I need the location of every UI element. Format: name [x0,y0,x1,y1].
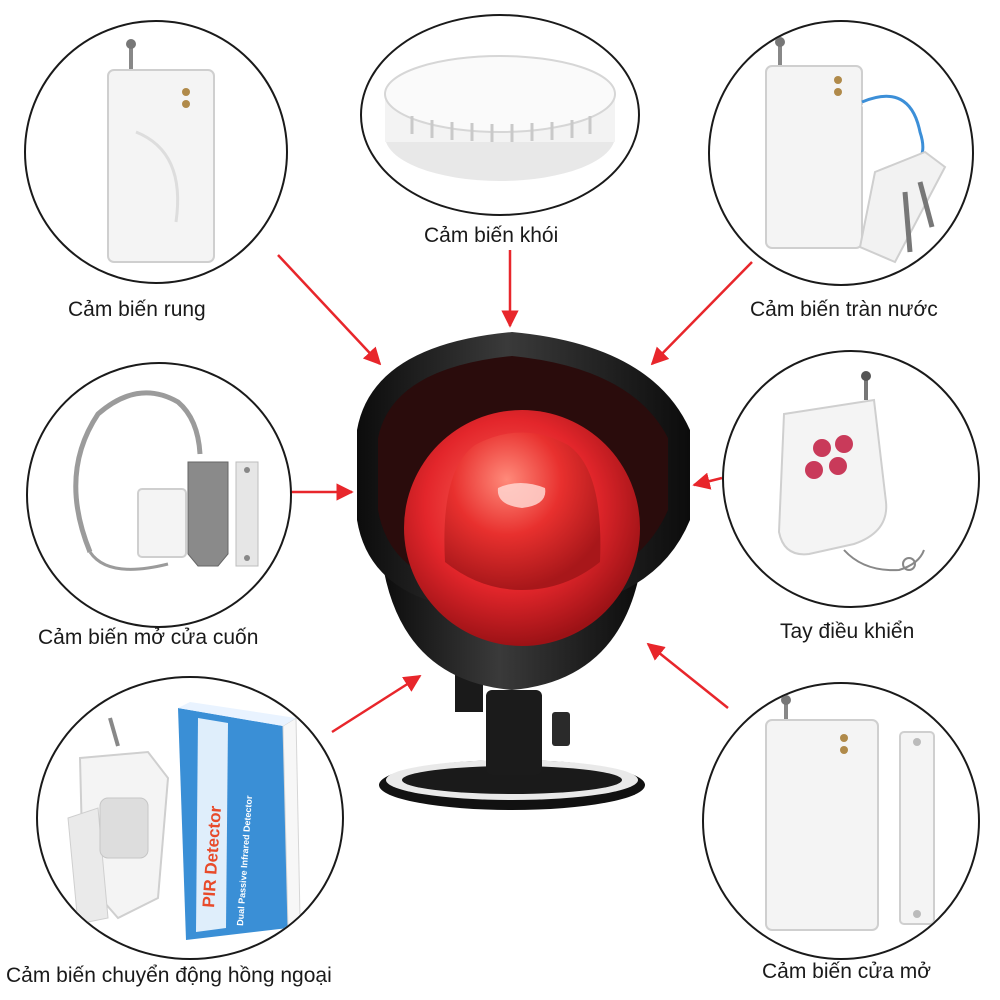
arrow-vibration [277,254,382,366]
label-door: Cảm biến cửa mở [762,960,932,983]
flood-sensor-bubble [708,20,974,286]
label-smoke: Cảm biến khói [424,224,559,247]
pir-sensor-bubble: PIR Detector Dual Passive Infrared Detec… [36,676,344,960]
smoke-detector-icon [384,55,616,181]
label-remote: Tay điều khiển [780,620,915,643]
arrow-remote [692,472,723,490]
door-sensor-bubble [702,682,980,960]
door-sensor-icon [765,695,935,931]
rolling-door-sensor-icon [73,390,259,571]
label-flood: Cảm biến tràn nước [750,298,938,321]
arrow-door [646,642,729,709]
rolling-door-sensor-bubble [26,362,292,628]
label-rolling-door: Cảm biến mở cửa cuốn [38,626,259,649]
label-pir: Cảm biến chuyển động hồng ngoại [6,964,332,987]
label-vibration: Cảm biến rung [68,298,206,321]
vibration-sensor-bubble [24,20,288,284]
flood-sensor-icon [765,37,947,264]
remote-control-bubble [722,350,980,608]
vibration-sensor-icon [107,39,215,263]
remote-control-icon [777,371,925,572]
arrow-flood [650,261,753,366]
arrow-pir [331,674,422,734]
pir-motion-sensor-icon: PIR Detector Dual Passive Infrared Detec… [67,702,301,940]
smoke-detector-bubble [360,14,640,216]
